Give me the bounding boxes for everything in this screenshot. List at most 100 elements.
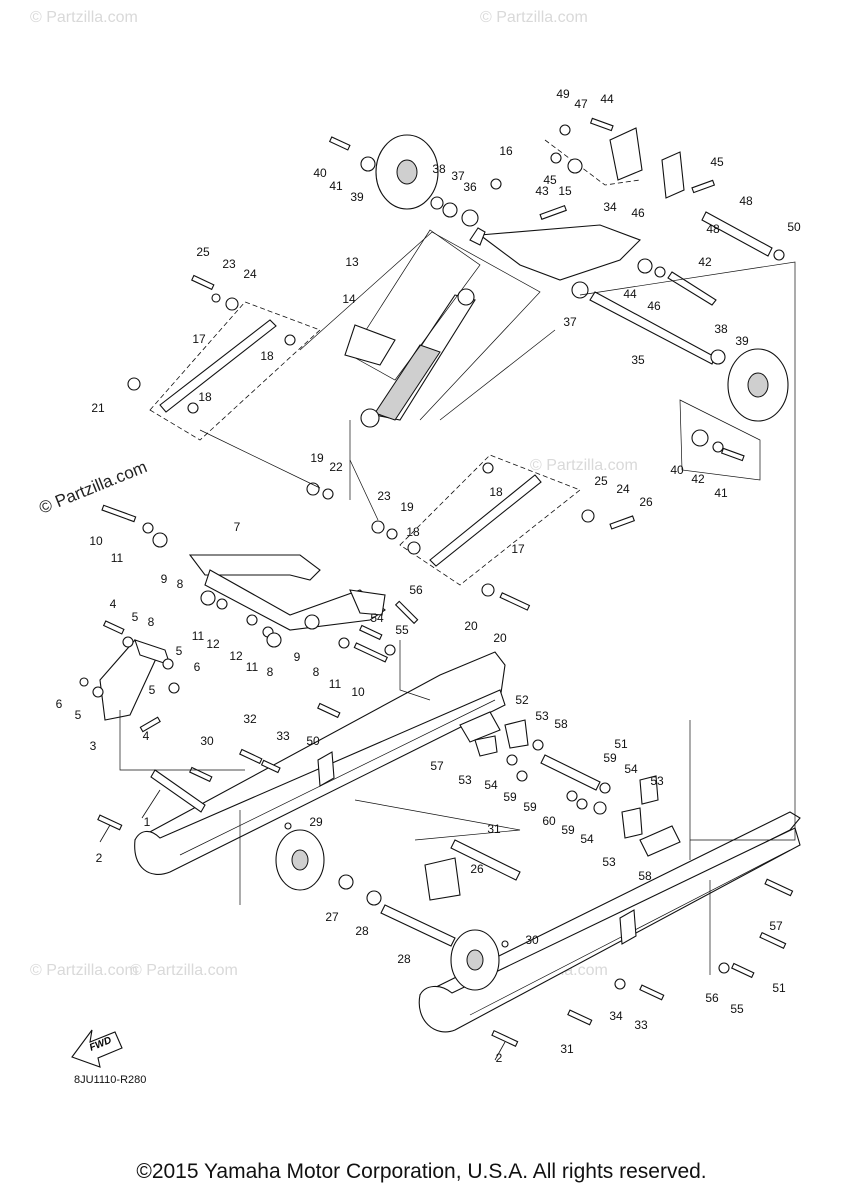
diagram-code: 8JU1110-R280 bbox=[74, 1074, 147, 1086]
callout-number: 29 bbox=[309, 815, 323, 829]
callout-number: 40 bbox=[313, 166, 327, 180]
callout-number: 41 bbox=[714, 486, 728, 500]
bracket bbox=[99, 639, 171, 721]
callout-number: 55 bbox=[730, 1002, 744, 1016]
callout-number: 31 bbox=[487, 822, 501, 836]
callout-number: 46 bbox=[647, 299, 661, 313]
callout-number: 11 bbox=[329, 677, 342, 691]
callout-number: 28 bbox=[355, 924, 369, 938]
callout-number: 19 bbox=[310, 451, 324, 465]
callout-number: 54 bbox=[370, 611, 384, 625]
callout-number: 46 bbox=[631, 206, 645, 220]
callout-number: 20 bbox=[464, 619, 478, 633]
callout-number: 24 bbox=[243, 267, 257, 281]
callout-number: 18 bbox=[260, 349, 274, 363]
callout-number: 45 bbox=[543, 173, 557, 187]
hardware bbox=[79, 117, 794, 1047]
callout-number: 47 bbox=[574, 97, 588, 111]
callout-number: 51 bbox=[614, 737, 628, 751]
callout-number: 58 bbox=[554, 717, 568, 731]
callout-number: 9 bbox=[161, 572, 168, 586]
callout-number: 27 bbox=[325, 910, 339, 924]
callout-number: 39 bbox=[350, 190, 364, 204]
callout-number: 50 bbox=[787, 220, 801, 234]
callout-number: 17 bbox=[511, 542, 525, 556]
callout-number: 48 bbox=[706, 222, 720, 236]
callout-number: 37 bbox=[451, 169, 465, 183]
callout-number: 54 bbox=[484, 778, 498, 792]
callout-number: 56 bbox=[705, 991, 719, 1005]
callout-number: 5 bbox=[75, 708, 82, 722]
callout-number: 3 bbox=[90, 739, 97, 753]
callout-number: 53 bbox=[650, 774, 664, 788]
watermark: © Partzilla.com bbox=[130, 962, 238, 979]
callout-number: 41 bbox=[329, 179, 343, 193]
watermark: © Partzilla.com bbox=[480, 9, 588, 26]
callout-number: 26 bbox=[639, 495, 653, 509]
callout-number: 42 bbox=[691, 472, 705, 486]
callout-number: 28 bbox=[397, 952, 411, 966]
callout-number: 5 bbox=[176, 644, 183, 658]
callout-number: 7 bbox=[234, 520, 241, 534]
callout-number: 18 bbox=[406, 525, 420, 539]
callout-number: 34 bbox=[603, 200, 617, 214]
callout-number: 6 bbox=[194, 660, 201, 674]
callout-number: 51 bbox=[772, 981, 786, 995]
copyright-footer: ©2015 Yamaha Motor Corporation, U.S.A. A… bbox=[136, 1160, 707, 1183]
callout-number: 17 bbox=[192, 332, 206, 346]
callout-number: 49 bbox=[556, 87, 570, 101]
callout-number: 8 bbox=[313, 665, 320, 679]
callout-number: 4 bbox=[110, 597, 117, 611]
callout-number: 12 bbox=[229, 649, 243, 663]
callout-number: 2 bbox=[496, 1051, 503, 1065]
watermark-main: © Partzilla.com bbox=[36, 457, 149, 518]
callout-number: 18 bbox=[489, 485, 503, 499]
callout-number: 11 bbox=[111, 551, 124, 565]
callout-number: 8 bbox=[267, 665, 274, 679]
callout-number: 8 bbox=[148, 615, 155, 629]
callout-number: 31 bbox=[560, 1042, 574, 1056]
callout-number: 10 bbox=[351, 685, 365, 699]
upper-arm bbox=[469, 127, 773, 365]
callout-number: 59 bbox=[503, 790, 517, 804]
callout-number: 36 bbox=[463, 180, 477, 194]
links bbox=[149, 301, 581, 586]
callout-number: 50 bbox=[306, 734, 320, 748]
callout-number: 53 bbox=[535, 709, 549, 723]
callout-number: 38 bbox=[432, 162, 446, 176]
callout-number: 22 bbox=[329, 460, 343, 474]
callout-number: 44 bbox=[600, 92, 614, 106]
callout-number: 12 bbox=[206, 637, 220, 651]
callout-number: 54 bbox=[624, 762, 638, 776]
lower-shafts bbox=[150, 754, 601, 947]
callout-number: 44 bbox=[623, 287, 637, 301]
callout-number: 48 bbox=[739, 194, 753, 208]
callout-number: 54 bbox=[580, 832, 594, 846]
callout-number: 16 bbox=[499, 144, 513, 158]
callout-number: 59 bbox=[523, 800, 537, 814]
callout-number: 10 bbox=[89, 534, 103, 548]
callout-number: 2 bbox=[96, 851, 103, 865]
callout-number: 56 bbox=[409, 583, 423, 597]
front-arm bbox=[188, 554, 386, 631]
callout-number: 59 bbox=[603, 751, 617, 765]
callout-number: 39 bbox=[735, 334, 749, 348]
callout-number: 52 bbox=[515, 693, 529, 707]
callout-number: 4 bbox=[143, 729, 150, 743]
watermark: © Partzilla.com bbox=[30, 9, 138, 26]
callout-number: 26 bbox=[470, 862, 484, 876]
callout-number: 33 bbox=[276, 729, 290, 743]
callout-number: 45 bbox=[710, 155, 724, 169]
callout-number: 24 bbox=[616, 482, 630, 496]
watermark: © Partzilla.com bbox=[30, 962, 138, 979]
cushion-blocks bbox=[459, 711, 681, 857]
callout-number: 37 bbox=[563, 315, 577, 329]
rail-assembly bbox=[134, 651, 801, 1033]
watermark: © Partzilla.com bbox=[530, 457, 638, 474]
callout-number: 25 bbox=[594, 474, 608, 488]
callout-number: 43 bbox=[535, 184, 549, 198]
callout-number: 18 bbox=[198, 390, 212, 404]
watermark-group: © Partzilla.com © Partzilla.com © Partzi… bbox=[30, 9, 638, 979]
